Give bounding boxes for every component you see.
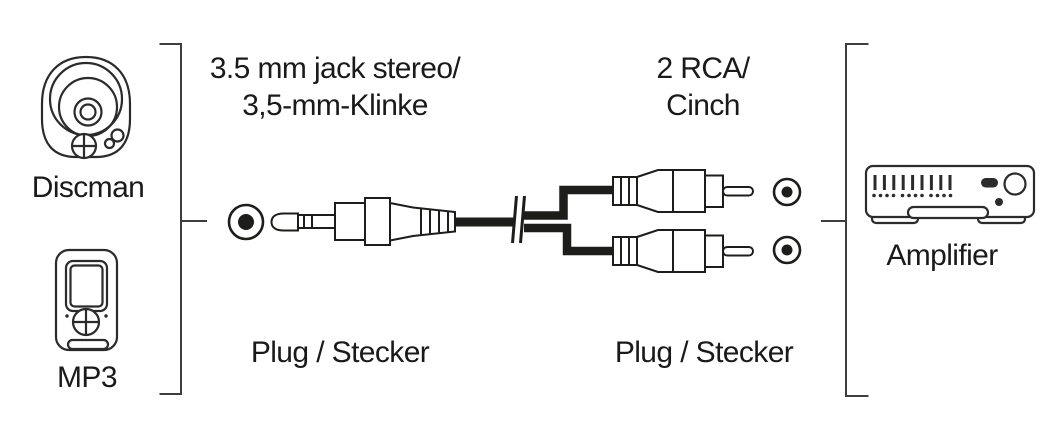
jack-plug-icon bbox=[270, 197, 456, 246]
source-bracket bbox=[159, 43, 207, 395]
amplifier-label: Amplifier bbox=[886, 239, 998, 272]
rca-socket-top-icon bbox=[772, 177, 802, 207]
rca-plug-bottom-icon bbox=[612, 229, 754, 273]
amplifier-dots bbox=[872, 193, 953, 198]
rca-type-line2: Cinch bbox=[666, 89, 740, 122]
jack-socket-icon bbox=[227, 203, 265, 241]
rca-plug-label: Plug / Stecker bbox=[614, 336, 794, 369]
jack-type-line2: 3,5-mm-Klinke bbox=[242, 89, 428, 122]
rca-type-label: 2 RCA/ Cinch bbox=[603, 50, 803, 124]
jack-type-line1: 3.5 mm jack stereo/ bbox=[209, 52, 461, 85]
discman-icon bbox=[40, 55, 132, 160]
discman-label: Discman bbox=[31, 171, 145, 204]
mp3-player-icon bbox=[54, 248, 119, 352]
rca-type-line1: 2 RCA/ bbox=[656, 52, 750, 85]
jack-type-label: 3.5 mm jack stereo/ 3,5-mm-Klinke bbox=[185, 50, 485, 124]
mp3-label: MP3 bbox=[57, 361, 117, 394]
rca-plug-top-icon bbox=[612, 169, 754, 213]
amplifier-icon bbox=[864, 164, 1036, 225]
amplifier-bracket bbox=[821, 43, 869, 397]
jack-plug-label: Plug / Stecker bbox=[250, 336, 430, 369]
rca-socket-bottom-icon bbox=[772, 235, 802, 265]
amplifier-vents bbox=[873, 175, 952, 190]
cable bbox=[450, 185, 614, 256]
cable-break-icon bbox=[511, 195, 526, 244]
